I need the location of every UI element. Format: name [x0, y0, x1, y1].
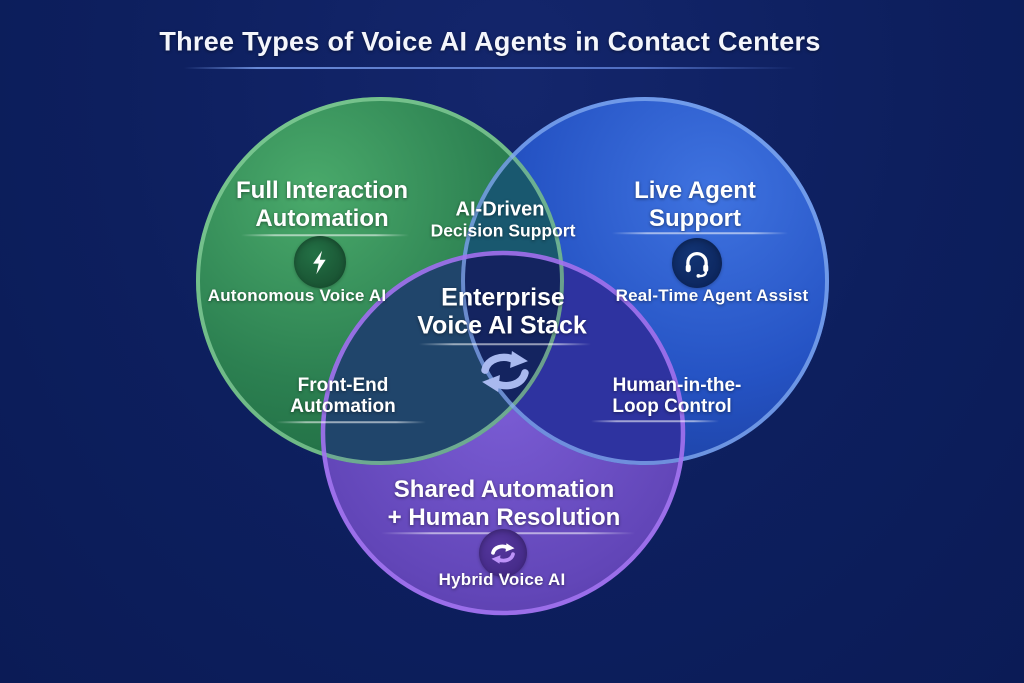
hybrid-heading-line1: Shared Automation — [393, 476, 615, 503]
live-agent-heading-line2: Support — [649, 205, 741, 232]
automation-live-overlap-line2: Decision Support — [430, 220, 576, 241]
page-title: Three Types of Voice AI Agents in Contac… — [159, 26, 821, 57]
live-hybrid-overlap-line1: Human-in-the- — [612, 375, 742, 396]
sync-arrows-icon — [479, 529, 527, 577]
center-divider — [419, 343, 591, 345]
live-hybrid-divider — [591, 420, 719, 422]
automation-hybrid-overlap-line1: Front-End — [297, 375, 389, 396]
automation-heading-line1: Full Interaction — [235, 177, 409, 204]
automation-live-overlap-line1: AI-Driven — [455, 198, 545, 221]
hybrid-heading-line2: + Human Resolution — [387, 504, 621, 531]
center-heading-line1: Enterprise — [441, 283, 565, 312]
hybrid-sub-label: Hybrid Voice AI — [438, 570, 566, 589]
live-agent-heading-line1: Live Agent — [634, 177, 756, 204]
automation-sub-label: Autonomous Voice AI — [207, 286, 387, 305]
sync-arrows-icon — [473, 348, 537, 401]
rim-live-agent — [461, 97, 829, 465]
automation-heading-line2: Automation — [255, 205, 389, 232]
center-heading-line2: Voice AI Stack — [417, 311, 587, 340]
live-agent-sub-label: Real-Time Agent Assist — [615, 286, 809, 305]
automation-hybrid-divider — [276, 421, 426, 423]
automation-divider — [241, 234, 409, 236]
title-divider — [184, 67, 796, 69]
rim-hybrid — [320, 250, 686, 616]
rim-automation — [196, 97, 564, 465]
live-hybrid-overlap-line2: Loop Control — [612, 396, 732, 417]
automation-hybrid-overlap-line2: Automation — [290, 396, 396, 417]
lightning-icon — [294, 236, 346, 288]
live-agent-divider — [612, 232, 788, 234]
headset-icon — [672, 238, 722, 288]
